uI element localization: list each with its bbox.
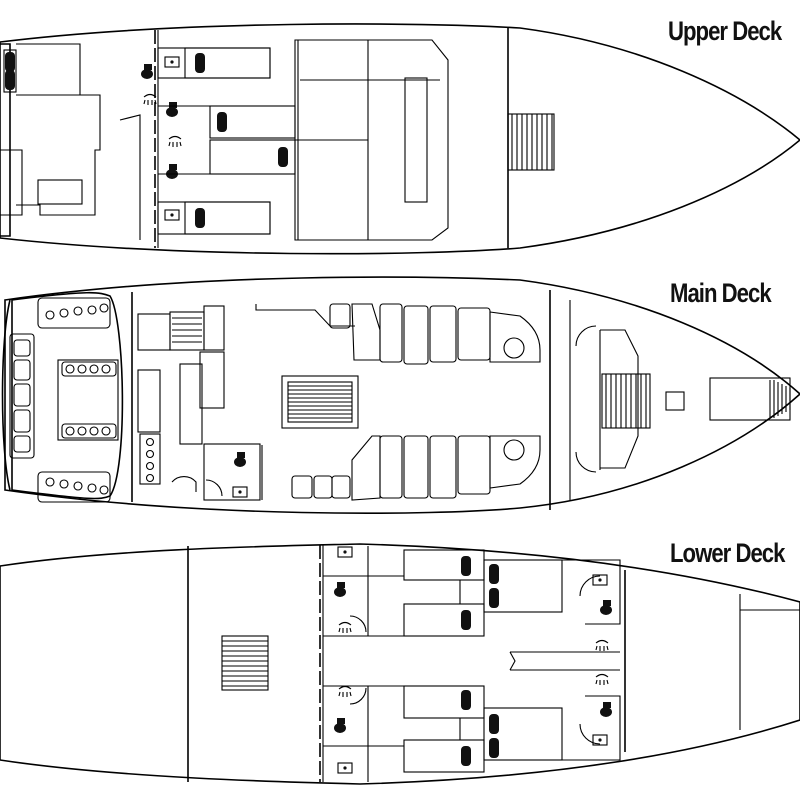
sink-icon <box>232 486 248 498</box>
toilet-icon <box>141 64 153 79</box>
shower-icon <box>595 639 609 652</box>
sink-icon <box>337 762 353 774</box>
main-deck <box>1 276 800 514</box>
pillow-icon <box>195 53 205 73</box>
pillow-icon <box>217 112 227 132</box>
toilet-icon <box>600 600 612 615</box>
stairs-icon <box>281 375 359 429</box>
stairs-icon <box>507 113 555 171</box>
lower-deck-label: Lower Deck <box>670 538 785 568</box>
pillow-icon <box>489 564 499 584</box>
shower-icon <box>595 673 609 686</box>
pillow-icon <box>461 556 471 576</box>
upper-deck <box>0 23 800 255</box>
pillow-icon <box>461 610 471 630</box>
shower-icon <box>168 135 182 148</box>
main-deck-label: Main Deck <box>670 278 772 308</box>
toilet-icon <box>234 452 246 467</box>
pillow-icon <box>5 52 15 72</box>
shower-icon <box>338 685 352 698</box>
pillow-icon <box>489 588 499 608</box>
lower-deck <box>0 543 800 785</box>
toilet-icon <box>334 718 346 733</box>
pillow-icon <box>461 746 471 766</box>
toilet-icon <box>166 102 178 117</box>
pillow-icon <box>5 70 15 90</box>
pillow-icon <box>461 690 471 710</box>
pillow-icon <box>489 714 499 734</box>
pillow-icon <box>195 208 205 228</box>
toilet-icon <box>600 702 612 717</box>
sink-icon <box>164 209 180 221</box>
upper-deck-label: Upper Deck <box>668 16 782 46</box>
pillow-icon <box>489 738 499 758</box>
stairs-icon <box>601 373 651 429</box>
toilet-icon <box>166 164 178 179</box>
pillow-icon <box>278 147 288 167</box>
upper-hull-outline <box>0 23 800 255</box>
shower-icon <box>338 621 352 634</box>
toilet-icon <box>334 582 346 597</box>
lower-hull-outline <box>0 543 800 785</box>
sink-icon <box>337 546 353 558</box>
sink-icon <box>164 56 180 68</box>
stairs-icon <box>769 380 791 418</box>
stairs-icon <box>221 635 269 691</box>
